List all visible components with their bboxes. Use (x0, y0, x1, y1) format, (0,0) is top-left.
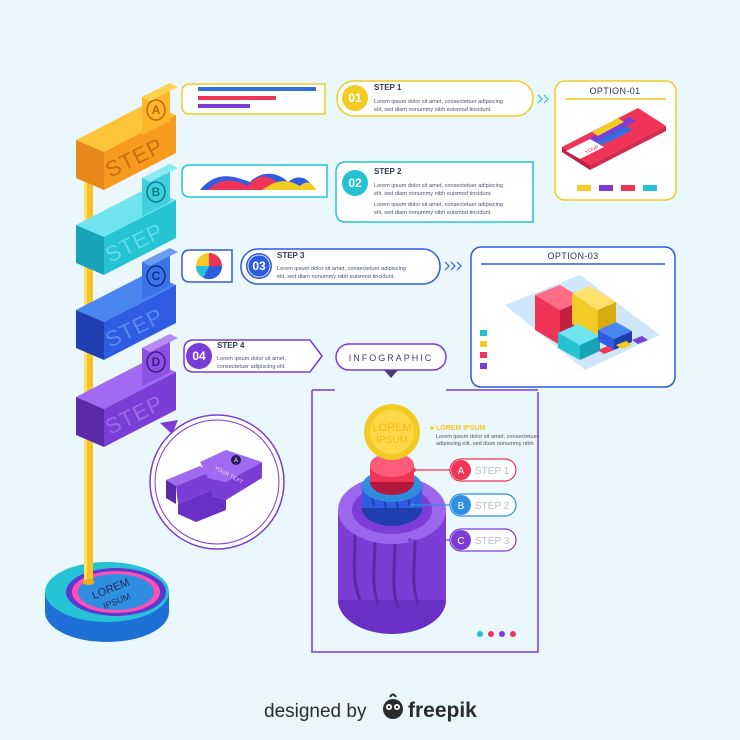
bar-blue (198, 87, 316, 91)
step-3-number: 03 (252, 259, 266, 273)
coin-text-1: LOREM (372, 422, 411, 434)
step-3-line-2: elit, sed diam nonummy nibh euismod tinc… (277, 274, 395, 280)
step-4-line-1: Lorem ipsum dolor sit amet, (217, 356, 286, 362)
pole-base: LOREM IPSUM (45, 562, 169, 642)
step-4-row: 04 STEP 4 Lorem ipsum dolor sit amet, co… (183, 339, 323, 373)
step-1-line-1: Lorem ipsum dolor sit amet, consectetuer… (374, 99, 503, 105)
option-01-swatches (577, 185, 657, 191)
tag-label: STEP 2 (475, 501, 510, 512)
step-4-title: STEP 4 (217, 341, 245, 350)
option-03-title: OPTION-03 (547, 251, 598, 261)
pole (84, 140, 93, 582)
block-letter-a: A (152, 103, 161, 117)
step-3-row: 03 STEP 3 Lorem ipsum dolor sit amet, co… (181, 248, 462, 285)
option-03-swatch (480, 363, 487, 369)
option-03-swatches (480, 330, 487, 369)
area-chart-red (208, 176, 284, 190)
side-line-1: Lorem ipsum dolor sit amet, consectetuer (436, 434, 539, 440)
step-block-a: A STEP (76, 83, 178, 190)
arrow-letter: A (234, 458, 238, 464)
infographic-panel: INFOGRAPHIC LOREM IPSUM LOREM IPSUM Lore… (311, 343, 539, 653)
step-1-row: 01 STEP 1 Lorem ipsum dolor sit amet, co… (181, 80, 549, 117)
infographic-tag-c: C STEP 3 (408, 528, 517, 552)
credit: designed by freepik (264, 693, 477, 722)
tag-label: STEP 1 (475, 466, 510, 477)
block-letter-d: D (152, 355, 161, 369)
step-2-line-3: Lorem ipsum dolor sit amet, consectetuer… (374, 202, 503, 208)
step-block-b: B STEP (76, 164, 178, 275)
infographic-dot (510, 631, 516, 637)
tag-letter: B (458, 501, 465, 512)
bar-purple (198, 104, 250, 108)
step-1-number-circle (342, 85, 368, 111)
option-01-swatch (643, 185, 657, 191)
infographic-tag-a: A STEP 1 (412, 458, 517, 482)
step-1-number: 01 (348, 91, 362, 105)
step-2-row: 02 STEP 2 Lorem ipsum dolor sit amet, co… (181, 161, 534, 223)
infographic-dot (499, 631, 505, 637)
block-letter-b: B (152, 185, 161, 199)
step-4-number: 04 (192, 349, 206, 363)
infographic-dot (488, 631, 494, 637)
option-01-swatch (621, 185, 635, 191)
option-01-swatch (599, 185, 613, 191)
option-03-card: OPTION-03 (470, 246, 676, 388)
step-block-d: D STEP (76, 334, 178, 447)
block-letter-c: C (152, 269, 161, 283)
step-2-number: 02 (348, 176, 362, 190)
option-01-card: OPTION-01 YOUR TEXT (554, 80, 677, 201)
tag-letter: C (457, 536, 464, 547)
step-3-number-circle (246, 253, 272, 279)
step-1-line-2: elit, sed diam nonummy nibh euismod tinc… (374, 107, 492, 113)
step-2-line-2: elit, sed diam nonummy nibh euismod tinc… (374, 191, 492, 197)
coin-text-2: IPSUM (376, 435, 408, 446)
option-01-title: OPTION-01 (589, 86, 640, 96)
step-4-number-circle (186, 343, 212, 369)
step-2-number-circle (342, 170, 368, 196)
side-title: LOREM IPSUM (436, 425, 486, 432)
bar-red (198, 96, 276, 100)
credit-brand: freepik (408, 699, 477, 722)
infographic-tags: A STEP 1 B STEP 2 C STEP 3 (408, 458, 517, 552)
option-03-swatch (480, 352, 487, 358)
step-3-line-1: Lorem ipsum dolor sit amet, consectetuer… (277, 266, 406, 272)
side-line-2: adipiscing elit, sed diam nonummy nibh (436, 441, 534, 447)
step-block-c: C STEP (76, 248, 178, 360)
step-3-title: STEP 3 (277, 251, 305, 260)
step-2-line-4: elit, sed diam nonummy nibh euismod tinc… (374, 210, 492, 216)
step-2-line-1: Lorem ipsum dolor sit amet, consectetuer… (374, 183, 503, 189)
step-4-line-2: consectetuer adipiscing elit. (217, 364, 286, 370)
area-chart-yellow (262, 181, 316, 190)
infographic-tag-b: B STEP 2 (410, 493, 517, 517)
option-03-swatch (480, 330, 487, 336)
option-01-swatch (577, 185, 591, 191)
infographic-dot (477, 631, 483, 637)
step-2-title: STEP 2 (374, 167, 402, 176)
tag-label: STEP 3 (475, 536, 510, 547)
option-03-swatch (480, 341, 487, 347)
infographic-dots (477, 631, 516, 637)
tag-letter: A (458, 466, 465, 477)
infographic-label: INFOGRAPHIC (349, 353, 434, 363)
credit-prefix: designed by (264, 701, 367, 722)
step-1-title: STEP 1 (374, 83, 402, 92)
freepik-logo-icon (383, 693, 403, 719)
arrow-badge: YOUR TEXT A (149, 414, 285, 550)
